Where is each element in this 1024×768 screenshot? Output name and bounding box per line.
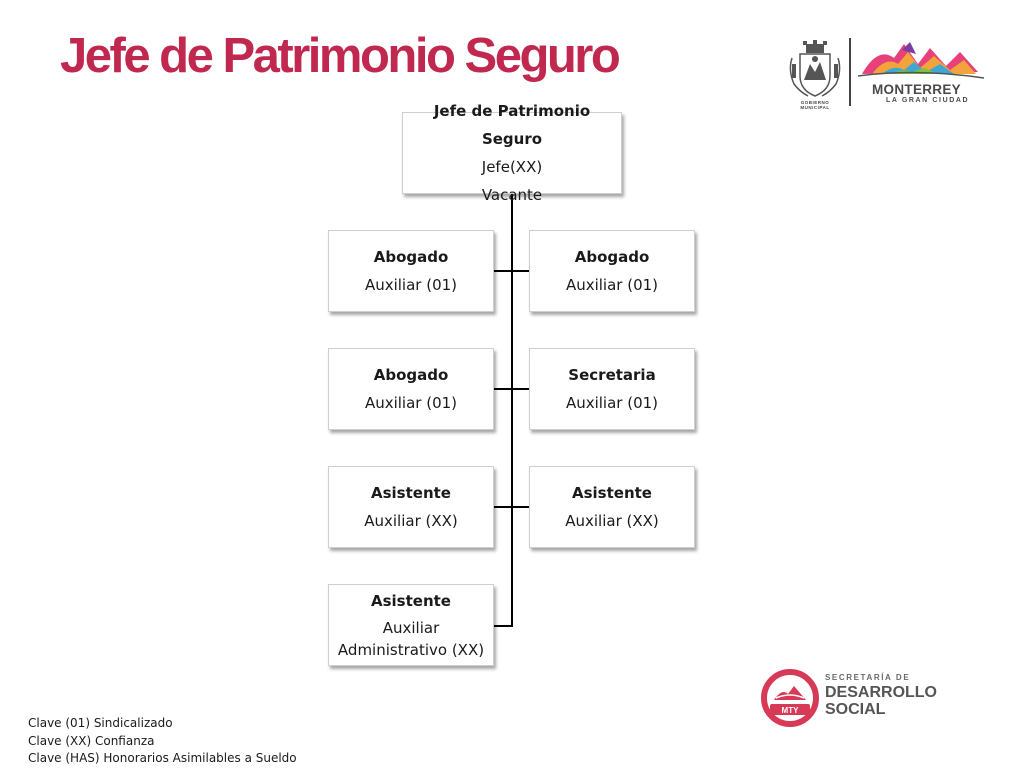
node-subtitle: Auxiliar [382,618,440,637]
node-title: Asistente [371,591,451,610]
org-node: Abogado Auxiliar (01) [529,230,695,312]
node-subtitle: Auxiliar (01) [565,394,659,412]
org-node: Asistente Auxiliar Administrativo (XX) [328,584,494,666]
monterrey-subtitle: LA GRAN CIUDAD [886,97,970,104]
monterrey-name: MONTERREY [872,82,961,97]
org-node: Asistente Auxiliar (XX) [529,466,695,548]
org-node: Asistente Auxiliar (XX) [328,466,494,548]
org-node: Abogado Auxiliar (01) [328,230,494,312]
org-node: Secretaria Auxiliar (01) [529,348,695,430]
logo-divider [849,38,851,106]
legend-item: Clave (XX) Confianza [28,733,155,748]
org-node: Abogado Auxiliar (01) [328,348,494,430]
node-title: Secretaria [568,366,656,384]
node-title: Abogado [373,366,449,384]
mty-badge-icon: MTY [761,669,819,727]
ds-bottom-text: SOCIAL [825,701,886,718]
node-subtitle: Auxiliar (XX) [565,512,659,530]
ds-top-text: SECRETARÍA DE [825,673,911,682]
node-subtitle: Auxiliar (XX) [364,512,458,530]
monterrey-logo: MONTERREY LA GRAN CIUDAD [857,38,985,108]
node-subtitle: Auxiliar (01) [364,394,458,412]
legend-item: Clave (01) Sindicalizado [28,716,173,730]
node-line: Vacante [481,186,543,204]
node-title: Asistente [572,484,652,502]
legend-item: Clave (HAS) Honorarios Asimilables a Sue… [28,751,297,765]
node-subtitle: Auxiliar (01) [364,276,458,294]
desarrollo-social-logo: MTY SECRETARÍA DE DESARROLLO SOCIAL [760,668,960,730]
page-title: Jefe de Patrimonio Seguro [60,29,621,83]
gobierno-municipal-logo: GOBIERNO MUNICIPAL [786,40,844,110]
mty-badge-text: MTY [782,706,800,715]
node-subtitle: Administrativo (XX) [337,640,485,659]
gobierno-caption: GOBIERNO MUNICIPAL [800,100,830,110]
org-node-root: Jefe de Patrimonio Seguro Jefe(XX) Vacan… [402,102,622,204]
node-subtitle: Auxiliar (01) [565,276,659,294]
node-title: Abogado [373,248,449,266]
legend: Clave (01) Sindicalizado Clave (XX) Conf… [28,715,297,768]
mountain-icon [857,42,985,79]
crest-icon [789,40,841,97]
node-line: Jefe(XX) [481,158,543,176]
node-title: Abogado [574,248,650,266]
node-title: Asistente [371,484,451,502]
node-title: Jefe de Patrimonio Seguro [433,102,591,148]
ds-middle-text: DESARROLLO [825,684,937,701]
